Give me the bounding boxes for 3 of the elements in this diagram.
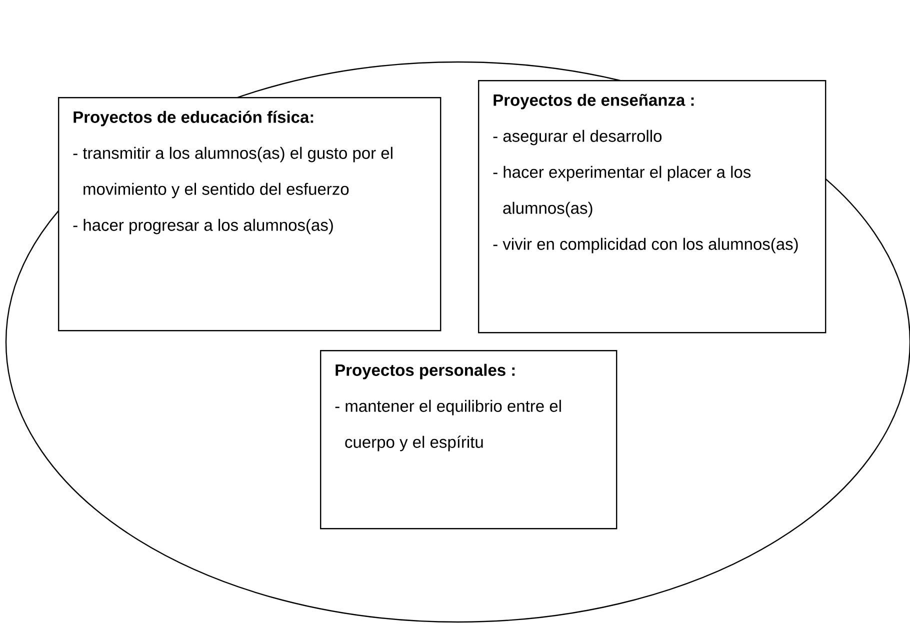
text-box: Proyectos de educación física: - transmitir a los alumnos(as) el gusto por el movimiento y el sentido del esfuerzo - hacer progresar a los alumnos(as)	[58, 97, 442, 332]
text-box: Proyectos de enseñanza : - asegurar el desarrollo - hacer experimentar el placer a los alumnos(as) - vivir en complicidad con los alumnos(as)	[478, 80, 826, 334]
text-box: Proyectos personales : - mantener el equilibrio entre el cuerpo y el espíritu	[320, 350, 618, 530]
